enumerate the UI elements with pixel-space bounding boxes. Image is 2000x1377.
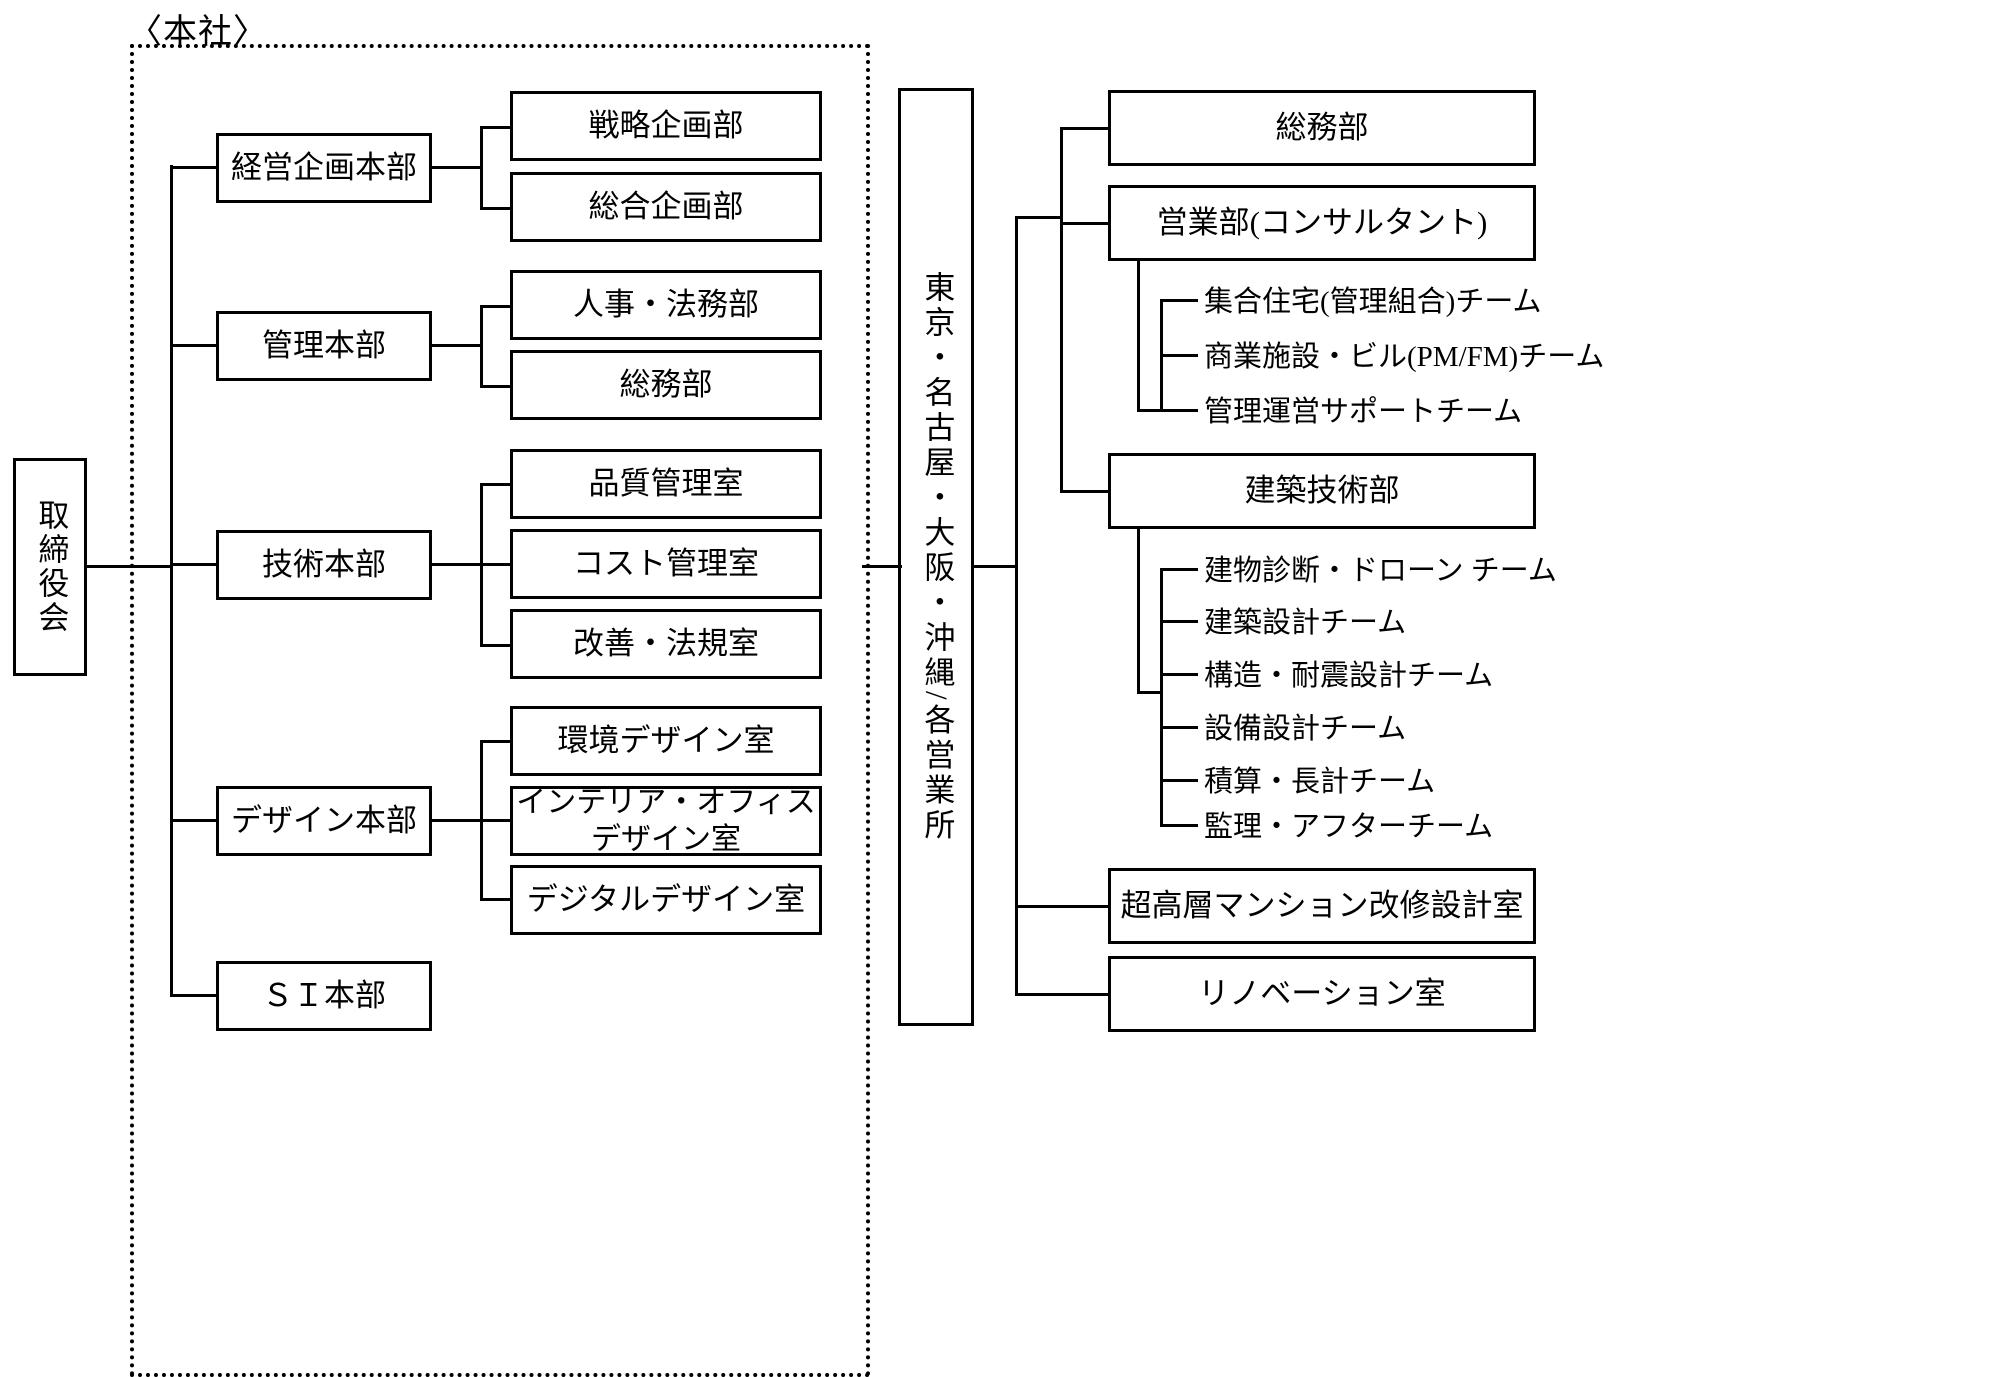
connector-spine-to-design (170, 819, 218, 822)
leaf-team-management-support[interactable]: 管理運営サポートチーム (1204, 396, 1523, 428)
connector-root-to-spine (87, 565, 172, 568)
connector-to-renovation-room (1015, 993, 1111, 996)
hq-dotted-frame (130, 44, 870, 1377)
node-technology-division[interactable]: 技術本部 (216, 530, 432, 600)
node-quality-control-room[interactable]: 品質管理室 (510, 449, 822, 519)
connector-architecture-teams-stem-join (1137, 691, 1163, 694)
connector-to-strategy-planning-dept (480, 126, 512, 129)
connector-spine-to-administration (170, 344, 218, 347)
connector-to-cost-control-room (480, 563, 512, 566)
connector-design-out (432, 819, 482, 822)
node-management-planning-division[interactable]: 経営企画本部 (216, 133, 432, 203)
node-administration-division[interactable]: 管理本部 (216, 311, 432, 381)
node-interior-office-design-room[interactable]: インテリア・オフィス デザイン室 (510, 786, 822, 856)
connector-to-quality-control-room (480, 483, 512, 486)
connector-to-team-commercial-building (1160, 354, 1198, 357)
leaf-team-architectural-design[interactable]: 建築設計チーム (1204, 607, 1407, 639)
connector-to-team-building-diagnosis-drone (1160, 568, 1198, 571)
connector-management-planning-out (432, 166, 482, 169)
leaf-team-facility-design[interactable]: 設備設計チーム (1204, 713, 1407, 745)
connector-to-general-affairs-dept-hq (480, 385, 512, 388)
connector-to-team-supervision-aftercare (1160, 824, 1198, 827)
node-highrise-renovation-design-room[interactable]: 超高層マンション改修設計室 (1108, 868, 1536, 944)
node-general-planning-dept[interactable]: 総合企画部 (510, 172, 822, 242)
leaf-team-structural-seismic-design[interactable]: 構造・耐震設計チーム (1204, 660, 1494, 692)
leaf-team-supervision-aftercare[interactable]: 監理・アフターチーム (1204, 811, 1494, 843)
connector-right-spine (1015, 216, 1018, 994)
node-digital-design-room[interactable]: デジタルデザイン室 (510, 865, 822, 935)
connector-to-improvement-regulation-room (480, 644, 512, 647)
node-general-affairs-dept-branch[interactable]: 総務部 (1108, 90, 1536, 166)
connector-spine-to-technology (170, 563, 218, 566)
node-cost-control-room[interactable]: コスト管理室 (510, 529, 822, 599)
connector-spine-to-management-planning (170, 166, 218, 169)
node-branch-offices[interactable]: 東京・名古屋・大阪・沖縄/各営業所 (898, 88, 974, 1026)
leaf-team-estimation-longterm[interactable]: 積算・長計チーム (1204, 766, 1436, 798)
node-hr-legal-dept[interactable]: 人事・法務部 (510, 270, 822, 340)
node-architecture-tech-dept[interactable]: 建築技術部 (1108, 453, 1536, 529)
leaf-team-commercial-building[interactable]: 商業施設・ビル(PM/FM)チーム (1204, 341, 1605, 373)
connector-sales-teams-stem (1137, 261, 1140, 411)
connector-hq-to-branch (862, 565, 902, 568)
connector-hq-spine (170, 165, 173, 997)
connector-to-general-planning-dept (480, 207, 512, 210)
connector-to-general-affairs-dept-branch (1060, 127, 1110, 130)
connector-to-architecture-tech-dept (1060, 490, 1110, 493)
node-environment-design-room[interactable]: 環境デザイン室 (510, 706, 822, 776)
node-strategy-planning-dept[interactable]: 戦略企画部 (510, 91, 822, 161)
connector-to-team-architectural-design (1160, 620, 1198, 623)
connector-sales-teams-stem-join (1137, 409, 1163, 412)
leaf-team-building-diagnosis-drone[interactable]: 建物診断・ドローン チーム (1204, 555, 1557, 587)
node-improvement-regulation-room[interactable]: 改善・法規室 (510, 609, 822, 679)
connector-to-team-housing-association (1160, 299, 1198, 302)
connector-to-highrise-renovation-design-room (1015, 905, 1111, 908)
connector-management-planning-bus (480, 126, 483, 209)
node-general-affairs-dept-hq[interactable]: 総務部 (510, 350, 822, 420)
connector-to-sales-dept (1060, 222, 1110, 225)
connector-administration-out (432, 344, 482, 347)
connector-to-digital-design-room (480, 898, 512, 901)
node-board-of-directors[interactable]: 取締役会 (13, 458, 87, 676)
connector-right-spine-to-upper-bus (1015, 216, 1063, 219)
connector-to-environment-design-room (480, 740, 512, 743)
connector-to-hr-legal-dept (480, 305, 512, 308)
connector-to-team-management-support (1160, 409, 1198, 412)
connector-branch-upper-bus (1060, 127, 1063, 492)
connector-administration-bus (480, 305, 483, 388)
connector-to-interior-office-design-room (480, 819, 512, 822)
connector-to-team-facility-design (1160, 726, 1198, 729)
connector-to-team-estimation-longterm (1160, 779, 1198, 782)
node-sales-dept[interactable]: 営業部(コンサルタント) (1108, 185, 1536, 261)
connector-to-team-structural-seismic-design (1160, 673, 1198, 676)
connector-branch-to-right-spine (972, 565, 1017, 568)
node-si-division[interactable]: ＳＩ本部 (216, 961, 432, 1031)
connector-technology-out (432, 563, 482, 566)
node-renovation-room[interactable]: リノベーション室 (1108, 956, 1536, 1032)
connector-spine-to-si (170, 994, 218, 997)
connector-architecture-teams-stem (1137, 529, 1140, 694)
connector-architecture-teams-bus (1160, 568, 1163, 824)
node-design-division[interactable]: デザイン本部 (216, 786, 432, 856)
leaf-team-housing-association[interactable]: 集合住宅(管理組合)チーム (1204, 286, 1542, 318)
